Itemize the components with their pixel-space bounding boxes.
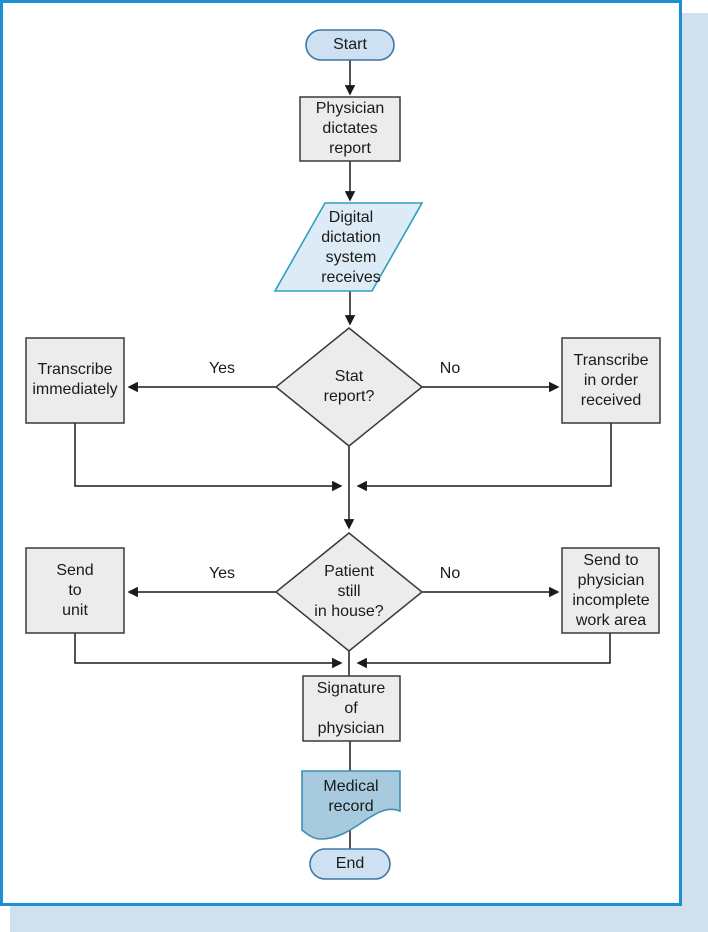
process-transcribe-immediately: [25, 337, 125, 424]
physician-dictates-label: Physician dictates report: [315, 100, 385, 157]
page-shadow-right: [682, 13, 708, 932]
patient-no-label: No: [439, 565, 461, 582]
digital-dictation-label: Digital dictation system receives: [321, 209, 381, 286]
transcribe-immediately-label: Transcribe immediately: [32, 361, 118, 398]
edge-immediately-merge: [74, 423, 343, 492]
patient-in-house-label: Patient still in house?: [314, 563, 384, 620]
stat-no-label: No: [439, 360, 461, 377]
decision-stat-report: [274, 327, 424, 447]
io-digital-dictation: [273, 202, 424, 292]
stat-report-label: Stat report?: [323, 368, 375, 405]
edge-inorder-merge: [356, 423, 612, 492]
medical-record-label: Medical record: [323, 778, 379, 815]
process-transcribe-in-order: [561, 337, 661, 424]
end-label: End: [335, 855, 365, 872]
process-send-to-unit: [25, 547, 125, 634]
start-label: Start: [333, 36, 367, 53]
decision-patient-in-house: [274, 532, 424, 652]
send-to-physician-label: Send to physician incomplete work area: [572, 552, 650, 629]
start-terminator: [305, 29, 395, 61]
transcribe-in-order-label: Transcribe in order received: [573, 352, 649, 409]
stat-yes-label: Yes: [208, 360, 236, 377]
signature-label: Signature of physician: [316, 680, 386, 737]
end-terminator: [309, 848, 391, 880]
patient-yes-label: Yes: [208, 565, 236, 582]
process-send-to-physician: [561, 547, 660, 634]
document-medical-record: [301, 770, 401, 840]
process-physician-dictates: [299, 96, 401, 162]
edge-workarea-merge: [356, 633, 611, 669]
process-signature: [302, 675, 401, 742]
edge-unit-merge: [74, 633, 343, 669]
page-shadow-bottom: [10, 906, 708, 932]
flowchart-page: Start Physician dictates report Digital …: [0, 0, 682, 906]
send-to-unit-label: Send to unit: [56, 562, 94, 619]
flowchart-shape-layer: [25, 29, 661, 880]
